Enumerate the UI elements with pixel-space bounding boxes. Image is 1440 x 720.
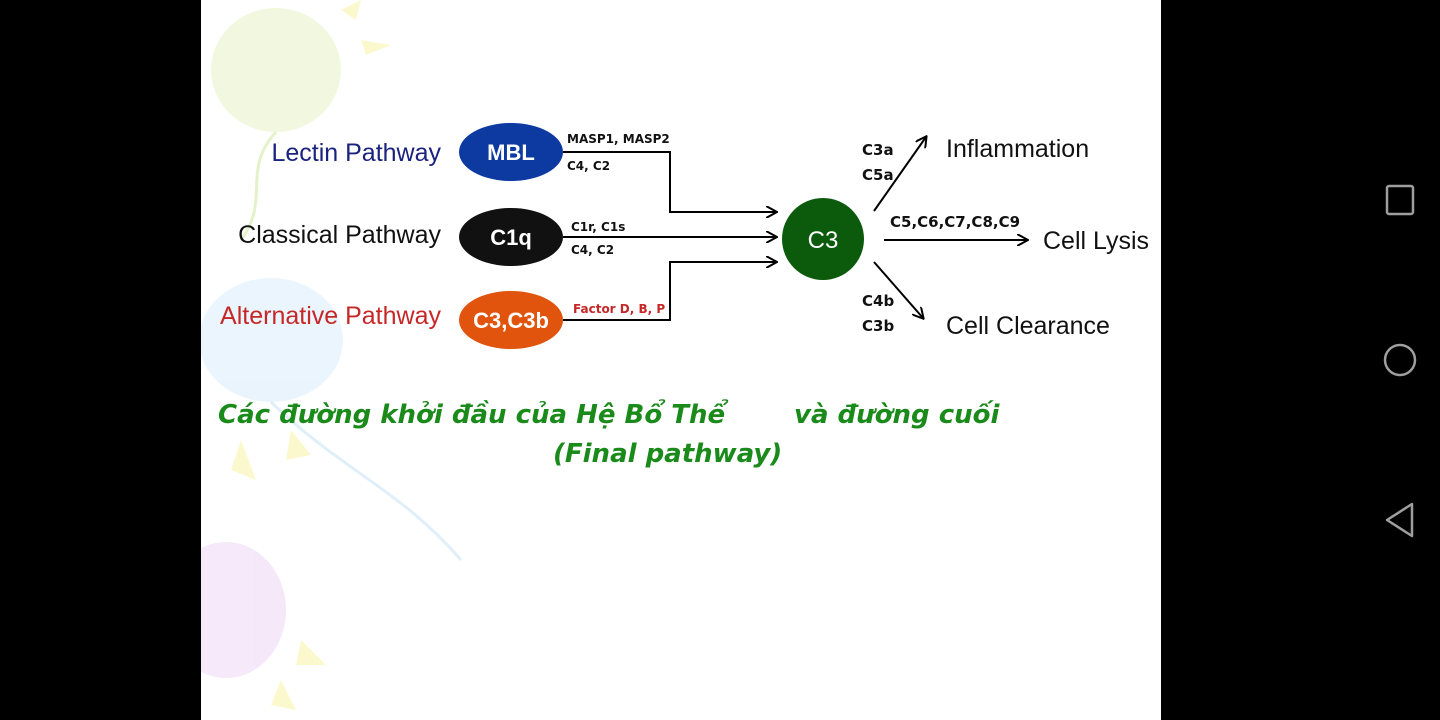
classical-enzymes-top: C1r, C1s [571, 220, 625, 234]
home-icon [1383, 343, 1417, 377]
c3-node [782, 198, 864, 280]
cell-clearance-mediator-2: C3b [862, 317, 894, 335]
mbl-node [459, 123, 563, 181]
caption-line1-part2: và đường cuối [794, 400, 1000, 430]
home-button[interactable] [1370, 330, 1430, 390]
cell-lysis-label: Cell Lysis [1043, 227, 1149, 255]
alternative-pathway-label: Alternative Pathway [220, 302, 441, 330]
lectin-pathway-label: Lectin Pathway [271, 139, 441, 167]
cell-clearance-mediator-1: C4b [862, 292, 894, 310]
lectin-enzymes-bottom: C4, C2 [567, 159, 610, 173]
inflammation-label: Inflammation [946, 135, 1089, 163]
back-icon [1385, 502, 1414, 538]
mbl-node-label: MBL [487, 140, 535, 165]
caption-line1-part1: Các đường khởi đầu của Hệ Bổ Thể [218, 400, 726, 430]
alternative-enzymes-top: Factor D, B, P [573, 302, 665, 316]
cell-clearance-label: Cell Clearance [946, 312, 1110, 340]
complement-diagram: Lectin Pathway Classical Pathway Alterna… [201, 0, 1149, 710]
caption-line2: (Final pathway) [553, 439, 783, 469]
inflammation-mediator-1: C3a [862, 141, 894, 159]
cell-clearance-arrow [873, 261, 923, 318]
slide: Lectin Pathway Classical Pathway Alterna… [201, 0, 1161, 720]
c3-node-label: C3 [808, 227, 839, 254]
classical-enzymes-bottom: C4, C2 [571, 243, 614, 257]
cell-lysis-mediators: C5,C6,C7,C8,C9 [890, 213, 1020, 231]
lectin-connector [563, 151, 776, 212]
navigation-bar [1161, 0, 1440, 720]
alternative-connector [563, 262, 776, 321]
c3c3b-node-label: C3,C3b [473, 308, 549, 333]
recent-apps-button[interactable] [1370, 170, 1430, 230]
c1q-node-label: C1q [490, 225, 532, 250]
balloon-decoration [201, 0, 463, 710]
recent-apps-icon [1385, 184, 1415, 216]
inflammation-mediator-2: C5a [862, 166, 894, 184]
c3c3b-node [459, 291, 563, 349]
classical-pathway-label: Classical Pathway [238, 221, 441, 249]
back-button[interactable] [1370, 490, 1430, 550]
c1q-node [459, 208, 563, 266]
lectin-enzymes-top: MASP1, MASP2 [567, 132, 670, 146]
inflammation-arrow [873, 137, 926, 212]
